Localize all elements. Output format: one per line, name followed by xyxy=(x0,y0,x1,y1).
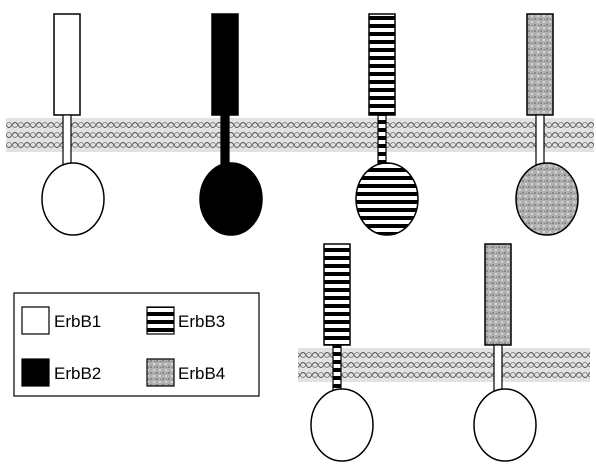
erbb2-intracellular-domain xyxy=(211,13,239,116)
legend-label-erbb2: ErbB2 xyxy=(54,364,101,383)
erbb1-transmembrane-segment xyxy=(62,114,72,169)
upper-membrane xyxy=(6,118,594,152)
heterodimer-a-intracellular-domain xyxy=(323,243,351,346)
erbb2-extracellular-domain xyxy=(199,162,263,236)
heterodimer-a-extracellular-domain xyxy=(310,388,374,462)
legend-label-erbb3: ErbB3 xyxy=(178,312,225,331)
legend-label-erbb4: ErbB4 xyxy=(178,364,225,383)
heterodimer-b-intracellular-domain xyxy=(484,243,512,346)
erbb4-extracellular-domain xyxy=(515,162,579,236)
legend-swatch-erbb1 xyxy=(21,306,50,335)
erbb3-extracellular-domain xyxy=(355,162,419,236)
heterodimer-b-extracellular-domain xyxy=(473,388,537,462)
receptor-erbb2 xyxy=(199,13,263,236)
erbb4-intracellular-domain xyxy=(526,13,554,116)
receptor-erbb1 xyxy=(41,13,105,236)
lower-membrane xyxy=(298,348,590,382)
erbb1-extracellular-domain xyxy=(41,162,105,236)
legend-label-erbb1: ErbB1 xyxy=(54,312,101,331)
erbb4-transmembrane-segment xyxy=(535,114,545,169)
heterodimer-erbb3-erbb1 xyxy=(310,243,374,462)
heterodimer-b-transmembrane-segment xyxy=(493,344,503,397)
erbb1-intracellular-domain xyxy=(53,13,81,116)
receptor-erbb4 xyxy=(515,13,579,236)
receptor-erbb3 xyxy=(355,13,419,236)
erbb2-transmembrane-segment xyxy=(220,114,230,169)
legend-box xyxy=(13,292,260,397)
legend-swatch-erbb2 xyxy=(21,358,50,387)
erbb3-intracellular-domain xyxy=(368,13,396,116)
erbb3-transmembrane-segment xyxy=(377,114,387,169)
legend-swatch-erbb4 xyxy=(146,358,175,387)
legend-swatch-erbb3 xyxy=(146,306,175,335)
heterodimer-erbb4-erbb1 xyxy=(473,243,537,462)
legend: ErbB1 ErbB3 ErbB2 ErbB4 xyxy=(13,292,260,397)
